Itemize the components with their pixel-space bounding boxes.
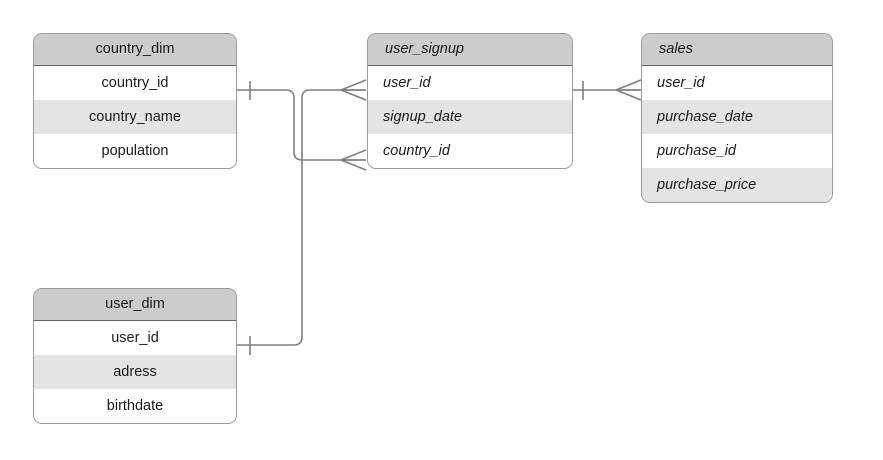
entity-title-sales: sales	[642, 34, 832, 66]
entity-column-country_name[interactable]: country_name	[34, 100, 236, 134]
entity-column-population[interactable]: population	[34, 134, 236, 168]
relationship-country_dim-to-user_signup	[237, 81, 367, 171]
entity-title-user_signup: user_signup	[368, 34, 572, 66]
connector-line-country_dim-user_signup	[237, 89, 365, 161]
connector-line-user_dim-user_signup	[237, 89, 365, 346]
entity-column-adress[interactable]: adress	[34, 355, 236, 389]
entity-user_signup[interactable]: user_signup user_id signup_date country_…	[367, 33, 573, 169]
crow-foot-icon-sales-user_id	[615, 79, 642, 101]
entity-column-signup_date[interactable]: signup_date	[368, 100, 572, 134]
entity-column-purchase_date[interactable]: purchase_date	[642, 100, 832, 134]
crow-foot-icon-user_signup-country_id	[340, 149, 367, 171]
entity-column-birthdate[interactable]: birthdate	[34, 389, 236, 423]
entity-country_dim[interactable]: country_dim country_id country_name popu…	[33, 33, 237, 169]
relationship-user_dim-to-user_signup	[237, 79, 367, 355]
entity-column-user_signup-country_id[interactable]: country_id	[368, 134, 572, 168]
entity-title-user_dim: user_dim	[34, 289, 236, 321]
entity-sales[interactable]: sales user_id purchase_date purchase_id …	[641, 33, 833, 203]
entity-user_dim[interactable]: user_dim user_id adress birthdate	[33, 288, 237, 424]
entity-column-sales-user_id[interactable]: user_id	[642, 66, 832, 100]
entity-title-country_dim: country_dim	[34, 34, 236, 66]
entity-column-purchase_price[interactable]: purchase_price	[642, 168, 832, 202]
entity-column-purchase_id[interactable]: purchase_id	[642, 134, 832, 168]
entity-column-country_id[interactable]: country_id	[34, 66, 236, 100]
entity-column-user_dim-user_id[interactable]: user_id	[34, 321, 236, 355]
crow-foot-icon-user_signup-user_id	[340, 79, 367, 101]
relationship-user_signup-to-sales	[573, 79, 642, 101]
entity-column-user_signup-user_id[interactable]: user_id	[368, 66, 572, 100]
